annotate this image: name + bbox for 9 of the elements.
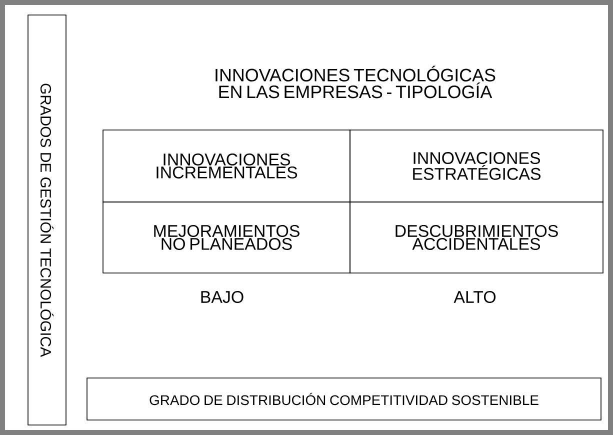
axis-value: ALTO <box>454 290 496 303</box>
axis-label-box: GRADOS DE GESTIÓN TECNOLÓGICA <box>28 14 66 426</box>
axis-label-box: GRADO DE DISTRIBUCIÓN COMPETITIVIDAD SOSTENIBLE <box>86 378 602 420</box>
matrix-cell: MEJORAMIENTOS NO PLANEADOS <box>102 202 350 274</box>
matrix-cell: DESCUBRIMIENTOS ACCIDENTALES <box>350 202 604 274</box>
title: INNOVACIONES TECNOLÓGICAS EN LAS EMPRESAS - TIPOLOGÍA <box>216 66 496 98</box>
matrix-cell: INNOVACIONES ESTRATÉGICAS <box>350 130 604 202</box>
axis-value: BAJO <box>201 290 244 303</box>
matrix-cell: INNOVACIONES INCREMENTALES <box>102 130 350 202</box>
